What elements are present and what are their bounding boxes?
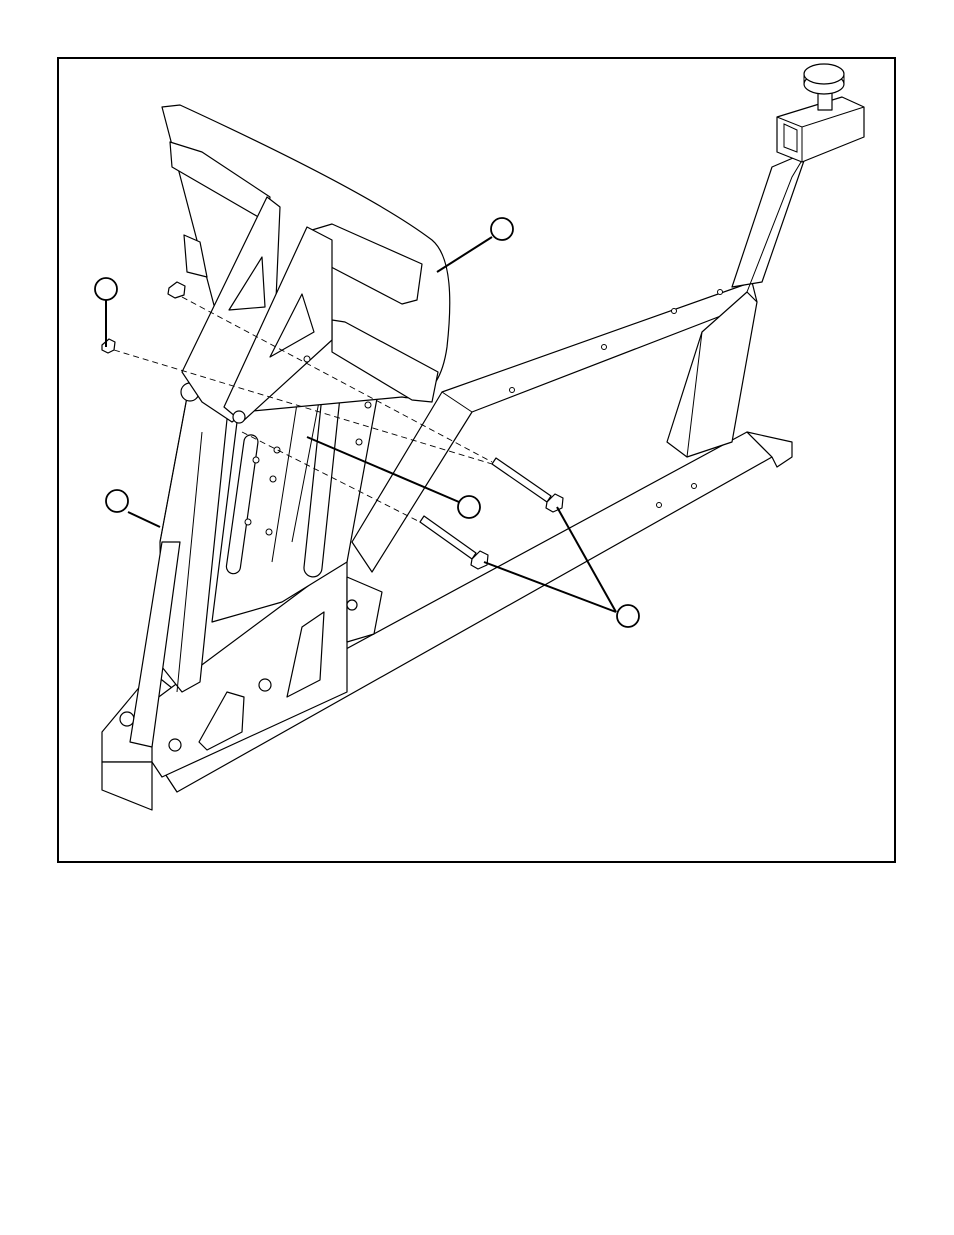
- bolt-lower-shank: [420, 516, 476, 559]
- nut-rear-icon: [168, 282, 185, 298]
- bolt-upper-shank: [492, 458, 551, 502]
- vertical-post: [732, 97, 864, 292]
- assembly-diagram: [59, 59, 894, 861]
- callout-footplate: [491, 218, 513, 240]
- callout-carriage-bracket: [458, 496, 480, 518]
- callout-upright-frame: [106, 490, 128, 512]
- nut-front-icon: [102, 339, 115, 353]
- assembly-figure-frame: [57, 57, 896, 863]
- callout-bolts: [617, 605, 639, 627]
- callout-nut: [95, 278, 117, 300]
